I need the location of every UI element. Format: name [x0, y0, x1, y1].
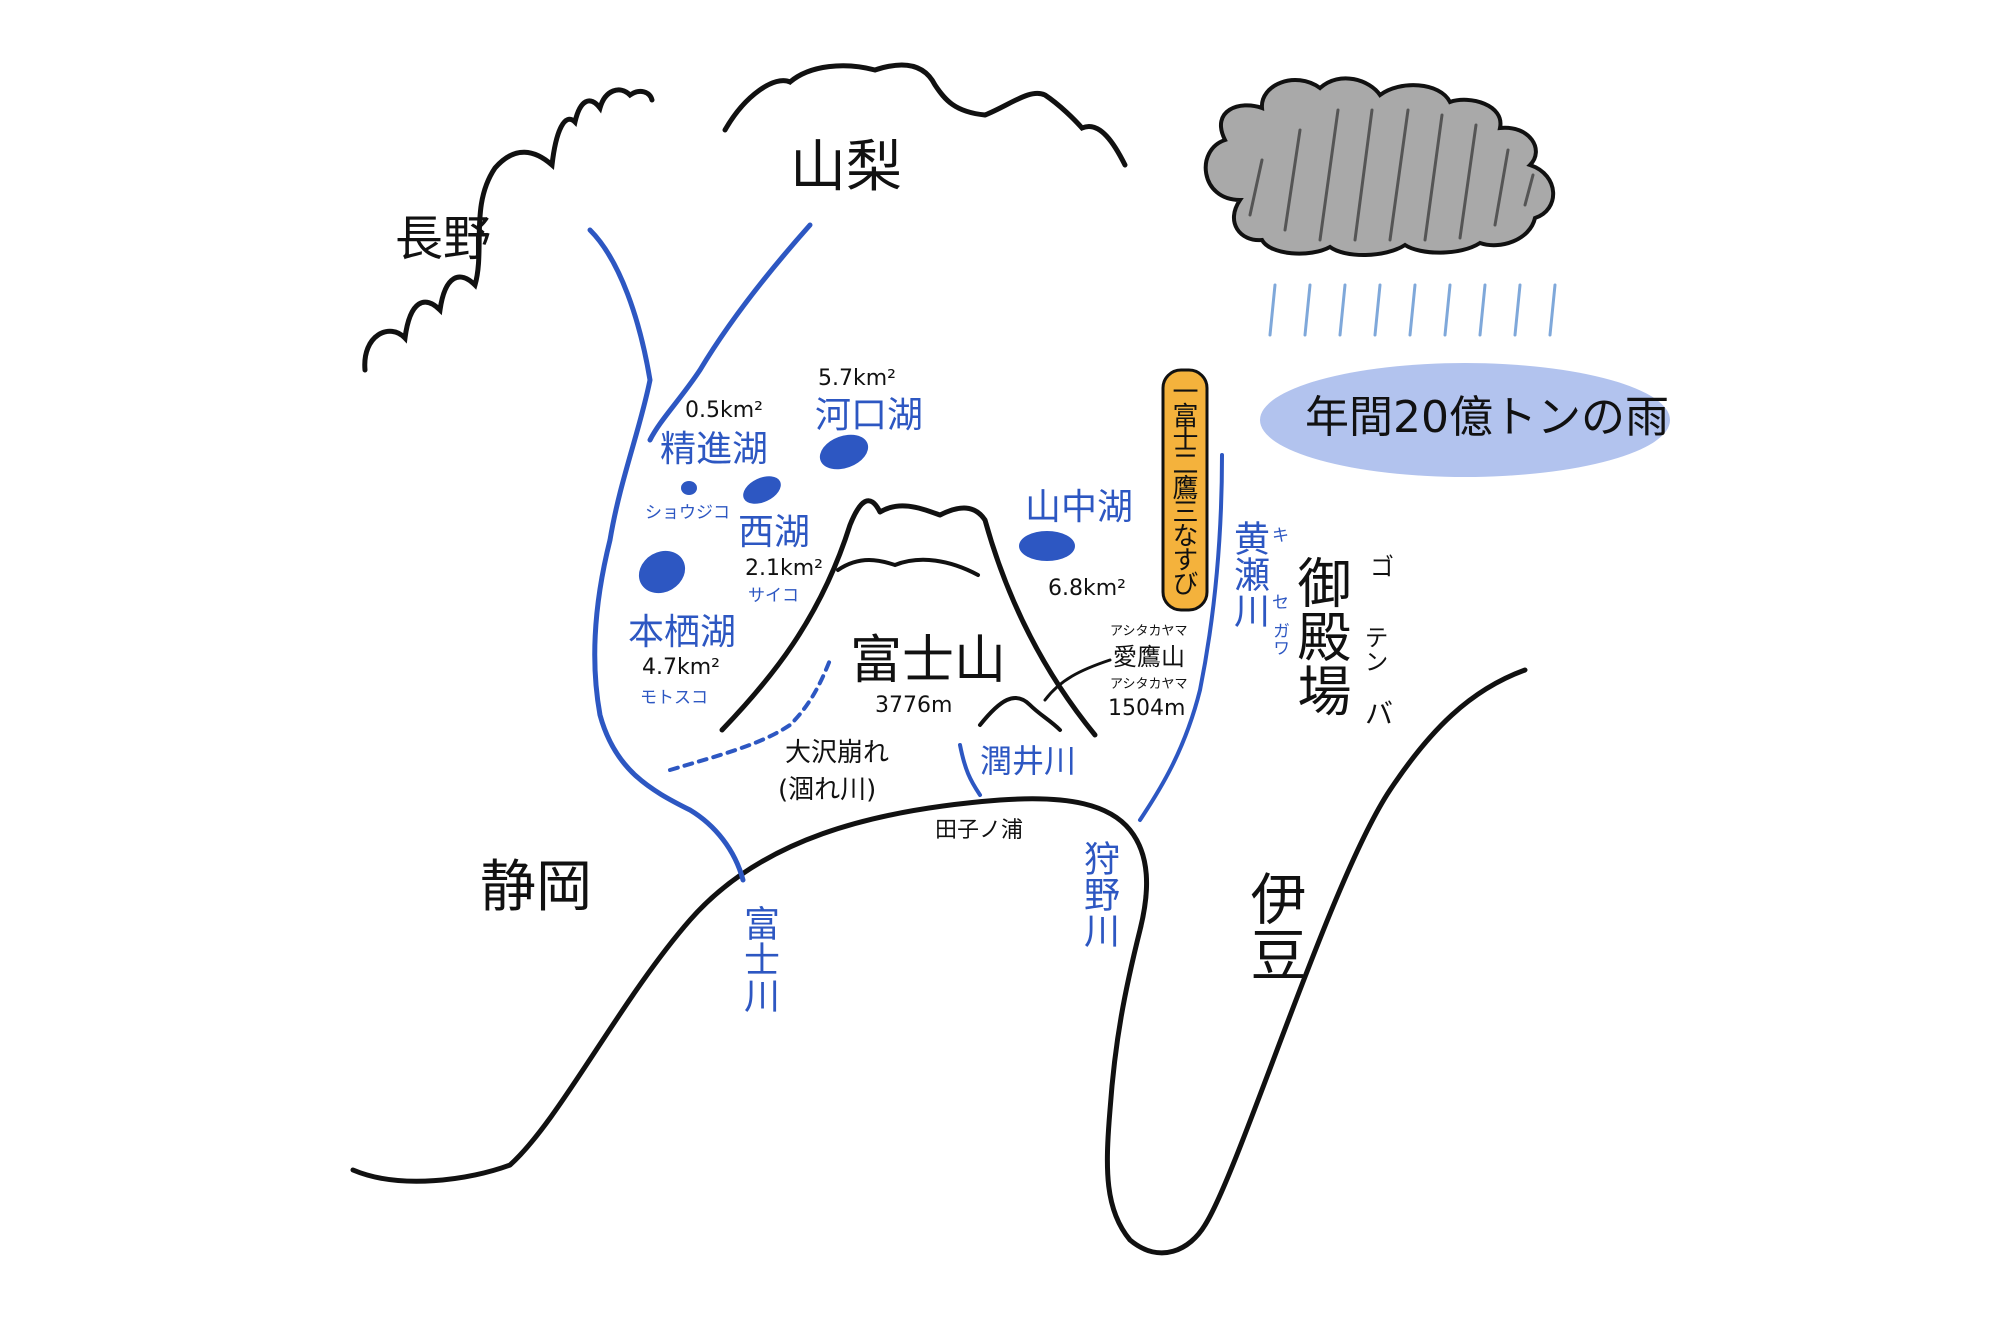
kano-river-label: 狩野川 [1078, 840, 1119, 948]
fuji-river-east-branch [647, 222, 813, 443]
rain-drops [1268, 283, 1557, 337]
sai-lake [743, 476, 781, 504]
ashitaka-height: 1504m [1108, 696, 1186, 721]
urui-river [958, 743, 982, 797]
motosu-lake-reading: モトスコ [640, 688, 708, 708]
osawa-kuzure-dry-river [668, 658, 832, 772]
rain-cloud-hatching [1248, 108, 1535, 242]
kise-river-reading-se: セ [1272, 593, 1289, 613]
kise-river-reading-gawa: ガワ [1269, 622, 1289, 656]
ashitaka-leader-line [1043, 658, 1112, 702]
mount-fuji-name: 富士山 [850, 631, 1007, 691]
gotemba-label: 御殿場 [1288, 555, 1351, 717]
mount-fuji-snowline [836, 557, 980, 577]
yamanaka-lake-area: 6.8km² [1048, 576, 1126, 601]
shoji-lake-area: 0.5km² [685, 398, 763, 423]
fuji-river-label: 富士川 [738, 905, 779, 1013]
kawaguchi-lake-name: 河口湖 [815, 395, 924, 436]
kise-river [1138, 453, 1224, 822]
mount-ashitaka-outline [978, 695, 1062, 732]
nagano-mountain-ridge [362, 87, 655, 373]
proverb-text: 一富士二鷹三なすび [1168, 378, 1198, 594]
motosu-lake [638, 550, 686, 594]
kawaguchi-lake [819, 434, 869, 470]
sai-lake-name: 西湖 [738, 512, 811, 553]
nagano-label: 長野 [395, 211, 492, 267]
shoji-lake-reading: ショウジコ [645, 503, 730, 523]
kise-river-reading-ki: キ [1272, 526, 1289, 546]
shoji-lake-name: 精進湖 [660, 429, 769, 470]
ashitaka-reading-2: アシタカヤマ [1110, 677, 1188, 692]
sai-lake-area: 2.1km² [745, 556, 823, 581]
ashitaka-name: 愛鷹山 [1113, 643, 1185, 671]
ashitaka-reading: アシタカヤマ [1110, 624, 1188, 639]
kise-river-label: 黄瀬川 [1228, 520, 1269, 628]
shoji-lake [681, 481, 697, 495]
izu-label: 伊豆 [1241, 870, 1306, 982]
motosu-lake-area: 4.7km² [642, 655, 720, 680]
tagonoura-label: 田子ノ浦 [935, 818, 1024, 843]
gotemba-reading-ba: バ [1365, 697, 1394, 730]
rain-badge-text: 年間20億トンの雨 [1305, 392, 1669, 443]
sai-lake-reading: サイコ [748, 586, 799, 606]
shizuoka-label: 静岡 [480, 855, 592, 920]
rain-badge-bubble [1260, 363, 1670, 477]
osawa-kuzure-note: (涸れ川) [778, 775, 877, 805]
osawa-kuzure-label: 大沢崩れ [785, 738, 890, 768]
urui-river-label: 潤井川 [980, 742, 1077, 780]
proverb-highlight [1161, 368, 1209, 612]
gotemba-reading-go: ゴ [1370, 553, 1394, 581]
yamanashi-label: 山梨 [790, 135, 902, 200]
coastline [350, 667, 1528, 1256]
rain-cloud [1203, 76, 1556, 257]
gotemba-reading-ten: テン [1360, 625, 1388, 673]
kawaguchi-lake-area: 5.7km² [818, 366, 896, 391]
yamanaka-lake-name: 山中湖 [1025, 487, 1134, 528]
yamanaka-lake [1019, 531, 1075, 561]
mount-fuji-outline [719, 498, 1098, 738]
fuji-river [587, 227, 746, 883]
yamanashi-mountain-ridge [722, 62, 1128, 168]
mount-fuji-height: 3776m [875, 693, 953, 718]
motosu-lake-name: 本栖湖 [628, 612, 737, 653]
